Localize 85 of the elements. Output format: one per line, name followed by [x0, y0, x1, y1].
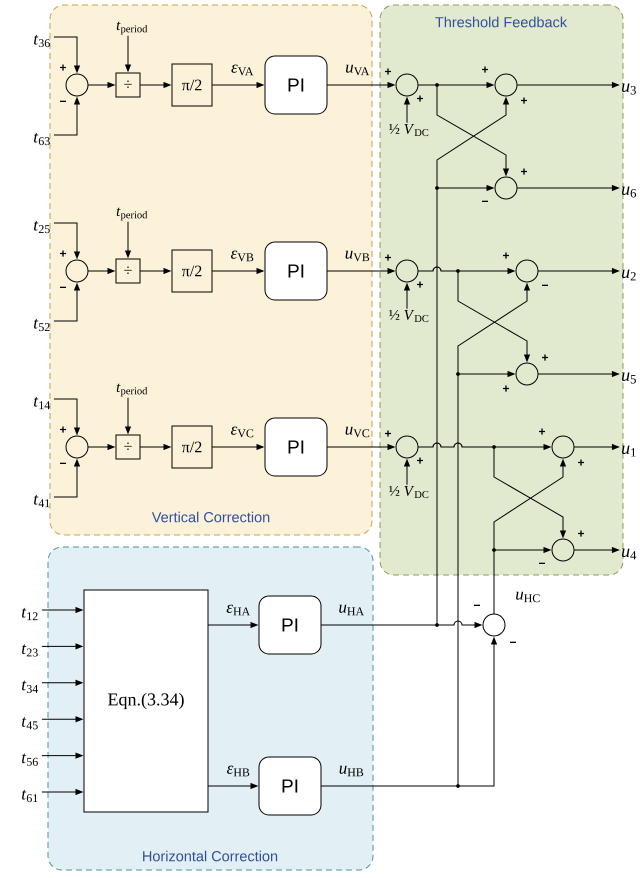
signal-label: t$_{period}$: [116, 208, 148, 220]
signal-label: t$_{45}$: [22, 717, 38, 730]
sign-label: +: [578, 459, 584, 466]
sign-label: −: [542, 284, 548, 286]
signal-label: ½ V$_{DC}$: [389, 124, 428, 136]
summing-junction: [516, 260, 538, 282]
summing-junction: [396, 74, 418, 96]
signal-label: t$_{period}$: [116, 384, 148, 396]
sign-label: +: [60, 64, 66, 71]
sign-label: +: [417, 281, 424, 288]
edge-label: u$_{VB}$: [346, 250, 370, 262]
sign-label: +: [503, 385, 510, 392]
pi-controller-block: PI: [264, 242, 328, 300]
sign-label: −: [60, 100, 66, 102]
summing-junction: [516, 362, 538, 386]
signal-label: ½ V$_{DC}$: [389, 310, 428, 322]
summing-junction: [494, 74, 518, 96]
edge-label: u$_{VA}$: [346, 64, 370, 76]
edge-label: ε$_{HA}$: [226, 604, 250, 616]
sign-label: +: [542, 354, 548, 361]
sign-label: +: [60, 426, 66, 433]
gain-block: π/2: [172, 426, 212, 468]
edge-label: ε$_{VC}$: [231, 426, 254, 438]
edge-label: u$_{HA}$: [339, 604, 364, 616]
sign-label: +: [521, 97, 528, 104]
divider-block: ÷: [116, 72, 140, 98]
sign-label: −: [474, 604, 480, 606]
output-label: u$_{3}$: [622, 84, 636, 94]
summing-junction: [494, 176, 518, 200]
sign-label: +: [578, 530, 584, 537]
signal-label: t$_{56}$: [22, 753, 38, 766]
sign-label: −: [510, 642, 516, 643]
gain-block: π/2: [172, 64, 212, 106]
sign-label: +: [417, 95, 424, 102]
signal-label: t$_{12}$: [22, 608, 38, 620]
output-label: u$_{4}$: [622, 548, 636, 560]
output-label: u$_{2}$: [622, 270, 636, 280]
output-label: u$_{6}$: [622, 186, 636, 198]
signal-label: t$_{period}$: [116, 22, 148, 34]
equation-block: Eqn.(3.34): [84, 590, 208, 812]
divider-block: ÷: [116, 258, 140, 284]
pi-controller-block: PI: [258, 596, 322, 654]
signal-label: t$_{34}$: [22, 680, 38, 693]
sign-label: +: [503, 252, 510, 259]
gain-block: π/2: [172, 250, 212, 292]
sign-label: +: [417, 457, 424, 464]
signal-label: ½ V$_{DC}$: [389, 486, 428, 498]
sign-label: +: [385, 430, 392, 437]
summing-junction: [66, 74, 88, 96]
summing-junction: [396, 260, 418, 282]
sign-label: +: [385, 68, 392, 75]
output-label: u$_{5}$: [622, 372, 636, 384]
sign-label: +: [385, 254, 392, 261]
edge-label: ε$_{VB}$: [231, 250, 254, 262]
edge-label: ε$_{HB}$: [227, 766, 250, 776]
divider-block: ÷: [116, 434, 140, 460]
summing-junction: [482, 614, 506, 636]
signal-label: t$_{61}$: [22, 790, 38, 802]
pi-controller-block: PI: [264, 418, 328, 476]
edge-label: ε$_{VA}$: [231, 64, 254, 76]
sign-label: +: [521, 168, 528, 175]
output-label: u$_{1}$: [622, 446, 636, 456]
sign-label: +: [482, 66, 488, 73]
summing-junction: [66, 436, 88, 458]
sign-label: +: [60, 250, 66, 257]
sign-label: −: [60, 462, 66, 464]
pi-controller-block: PI: [264, 56, 328, 114]
pi-controller-block: PI: [258, 756, 322, 816]
sign-label: −: [482, 200, 488, 202]
summing-junction: [552, 436, 574, 458]
sign-label: +: [539, 428, 546, 435]
sign-label: −: [539, 562, 545, 564]
summing-junction: [552, 538, 574, 562]
edge-label: u$_{VC}$: [346, 426, 370, 438]
signal-label: t$_{52}$: [34, 318, 50, 332]
summing-junction: [396, 436, 418, 458]
edge-label: u$_{HB}$: [340, 766, 364, 776]
signal-label: t$_{25}$: [34, 220, 50, 234]
signal-label: u$_{HC}$: [516, 592, 540, 602]
signal-label: t$_{36}$: [34, 34, 50, 48]
signal-label: t$_{41}$: [34, 494, 50, 508]
signal-label: t$_{63}$: [34, 132, 50, 146]
signal-label: t$_{23}$: [22, 644, 38, 657]
summing-junction: [66, 260, 88, 282]
sign-label: −: [60, 286, 66, 288]
